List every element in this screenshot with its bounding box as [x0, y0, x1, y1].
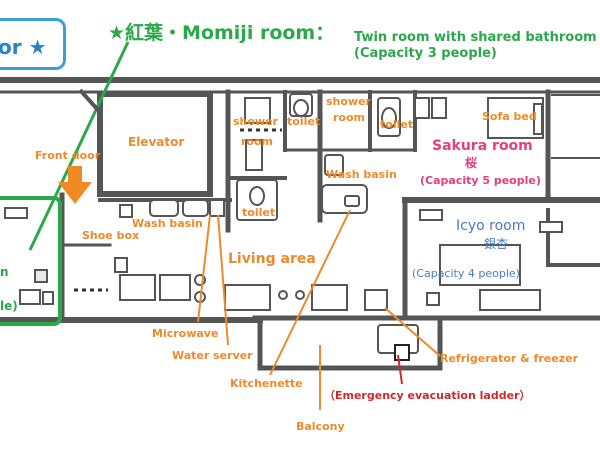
- door-openings: [74, 128, 282, 292]
- microwave-label: Microwave: [152, 327, 219, 340]
- momiji-fragment-n: n: [0, 265, 9, 279]
- wash-basin-1-label: Wash basin: [326, 168, 397, 181]
- front-door-arrow: [58, 166, 92, 204]
- toilet-3-label: toilet: [242, 206, 276, 219]
- shower-room-2-line1: shower: [326, 95, 371, 108]
- sakura-kanji: 桜: [465, 156, 478, 170]
- ladder-pointer: [397, 354, 403, 385]
- momiji-capacity: (Capacity 3 people): [354, 46, 497, 61]
- momiji-title: ★紅葉・Momiji room：: [108, 22, 335, 44]
- shower-room-1-line2: room: [241, 135, 274, 148]
- toilet-1-label: toilet: [287, 115, 321, 128]
- momiji-subtitle: Twin room with shared bathroom: [354, 30, 597, 45]
- icyo-kanji: 銀杏: [484, 237, 509, 251]
- elevator-label: Elevator: [128, 135, 185, 149]
- floor-label: or ★: [0, 35, 47, 59]
- wash-basin-2-label: Wash basin: [132, 217, 203, 230]
- shoe-box-label: Shoe box: [82, 229, 140, 242]
- floor-indicator-box: [0, 18, 66, 70]
- sakura-name: Sakura room: [432, 138, 533, 154]
- pointer-lines: [197, 209, 441, 410]
- sofa-bed-label: Sofa bed: [482, 110, 537, 123]
- kitchenette-label: Kitchenette: [230, 377, 303, 390]
- sakura-capacity: (Capacity 5 people): [420, 174, 541, 187]
- living-area-label: Living area: [228, 251, 316, 267]
- fixtures: [4, 93, 563, 361]
- icyo-capacity: (Capacity 4 people): [412, 267, 520, 280]
- toilet-2-label: toilet: [380, 118, 414, 131]
- icyo-name: Icyo room: [456, 218, 526, 234]
- emergency-ladder-label: （Emergency evacuation ladder）: [324, 389, 531, 402]
- front-door-label: Front door: [35, 149, 101, 162]
- balcony-label: Balcony: [296, 420, 345, 433]
- momiji-marker: [0, 41, 130, 326]
- front-door-swing: [78, 88, 100, 112]
- water-server-label: Water server: [172, 349, 253, 362]
- shower-room-1-line1: shower: [233, 115, 278, 128]
- shower-room-2-line2: room: [333, 111, 366, 124]
- momiji-fragment-le: le): [0, 299, 18, 313]
- refrigerator-label: Refrigerator & freezer: [440, 352, 579, 365]
